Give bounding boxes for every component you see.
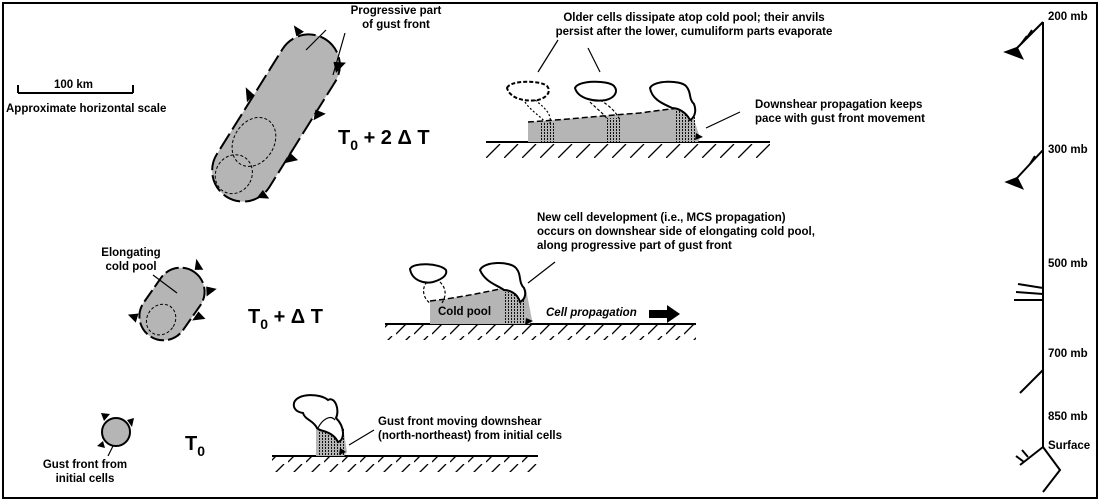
level-850mb: 850 mb [1048,411,1088,423]
gust-front-moving-label: Gust front moving downshear (north-north… [378,416,563,442]
level-700mb: 700 mb [1048,348,1088,360]
vertical-wind-profile [1003,21,1062,493]
older-cells-label: Older cells dissipate atop cold pool; th… [555,12,833,38]
downshear-propagation-label: Downshear propagation keeps pace with gu… [755,99,925,125]
timestep-t1: T0 + Δ T [248,306,323,332]
progressive-part-label: Progressive part of gust front [350,5,442,31]
scale-bar-label: 100 km [54,79,94,91]
timestep-t0: T0 [185,433,206,459]
elongating-cold-pool-plan [127,258,217,342]
level-500mb: 500 mb [1048,258,1088,270]
scale-caption: Approximate horizontal scale [6,103,167,115]
level-200mb: 200 mb [1048,11,1088,23]
progressive-cold-pool-plan [211,25,346,203]
level-surface: Surface [1048,440,1091,452]
cross-section-t2 [486,39,770,158]
initial-gust-front-label: Gust front from initial cells [42,459,128,485]
elongating-pool-label: Elongating cold pool [101,247,161,273]
initial-gust-front-plan [97,413,134,457]
cell-propagation-label: Cell propagation [546,307,637,319]
cross-section-t1 [385,261,696,340]
scale-bar [17,85,134,94]
cross-section-t0 [272,394,538,472]
timestep-t2: T0 + 2 Δ T [338,127,430,153]
cold-pool-label: Cold pool [438,306,492,318]
new-cell-development-label: New cell development (i.e., MCS propagat… [537,212,815,252]
level-300mb: 300 mb [1048,144,1088,156]
